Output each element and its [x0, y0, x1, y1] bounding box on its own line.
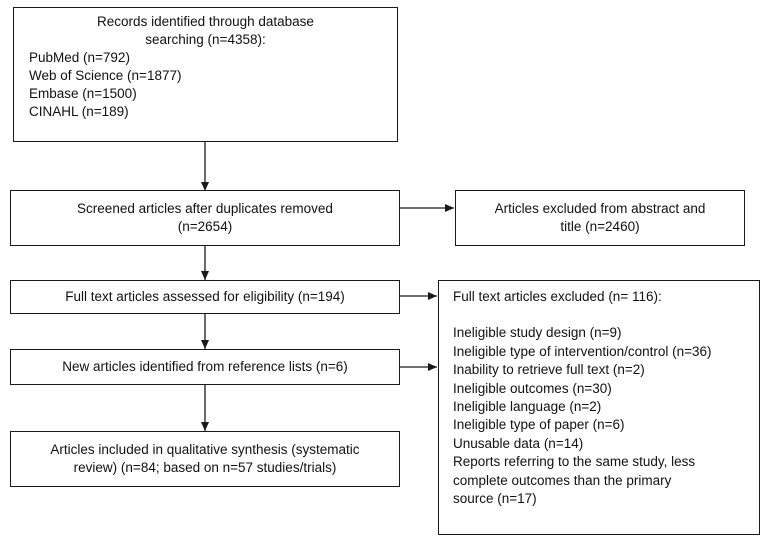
- excluded-abstract-line-2: title (n=2460): [560, 219, 640, 234]
- excluded-abstract-title-box: Articles excluded from abstract and titl…: [455, 190, 745, 246]
- exclusion-reason-intervention: Ineligible type of intervention/control …: [453, 343, 712, 359]
- exclusion-reason-same-study-line-2: complete outcomes than the primary: [453, 472, 672, 488]
- source-pubmed: PubMed (n=792): [29, 50, 130, 65]
- fulltext-excluded-box: Full text articles excluded (n= 116): In…: [438, 280, 760, 535]
- exclusion-reason-retrieve: Inability to retrieve full text (n=2): [453, 362, 645, 378]
- fulltext-excluded-title: Full text articles excluded (n= 116):: [453, 289, 662, 304]
- exclusion-reason-unusable-data: Unusable data (n=14): [453, 435, 584, 451]
- records-title: Records identified through database sear…: [14, 13, 397, 49]
- exclusion-reason-same-study-line-1: Reports referring to the same study, les…: [453, 454, 696, 470]
- screened-line-1: Screened articles after duplicates remov…: [77, 201, 333, 216]
- new-articles-box: New articles identified from reference l…: [10, 349, 400, 385]
- included-line-2: review) (n=84; based on n=57 studies/tri…: [73, 460, 337, 475]
- exclusion-reason-outcomes: Ineligible outcomes (n=30): [453, 380, 612, 396]
- records-identified-box: Records identified through database sear…: [13, 7, 398, 142]
- excluded-abstract-line-1: Articles excluded from abstract and: [494, 201, 706, 216]
- source-embase: Embase (n=1500): [29, 86, 137, 101]
- fulltext-assessed-text: Full text articles assessed for eligibil…: [65, 289, 345, 304]
- included-line-1: Articles included in qualitative synthes…: [50, 442, 360, 457]
- records-title-line-1: Records identified through database: [97, 14, 314, 29]
- screened-articles-box: Screened articles after duplicates remov…: [10, 190, 400, 246]
- exclusion-reason-same-study-line-3: source (n=17): [453, 491, 537, 507]
- exclusion-reason-language: Ineligible language (n=2): [453, 399, 602, 415]
- exclusion-reason-study-design: Ineligible study design (n=9): [453, 325, 622, 341]
- source-cinahl: CINAHL (n=189): [29, 104, 129, 119]
- exclusion-reason-paper-type: Ineligible type of paper (n=6): [453, 417, 625, 433]
- records-title-line-2: searching (n=4358):: [145, 32, 266, 47]
- fulltext-assessed-box: Full text articles assessed for eligibil…: [10, 280, 400, 314]
- new-articles-text: New articles identified from reference l…: [62, 359, 348, 374]
- source-web-of-science: Web of Science (n=1877): [29, 68, 182, 83]
- included-synthesis-box: Articles included in qualitative synthes…: [10, 431, 400, 487]
- screened-line-2: (n=2654): [177, 219, 233, 234]
